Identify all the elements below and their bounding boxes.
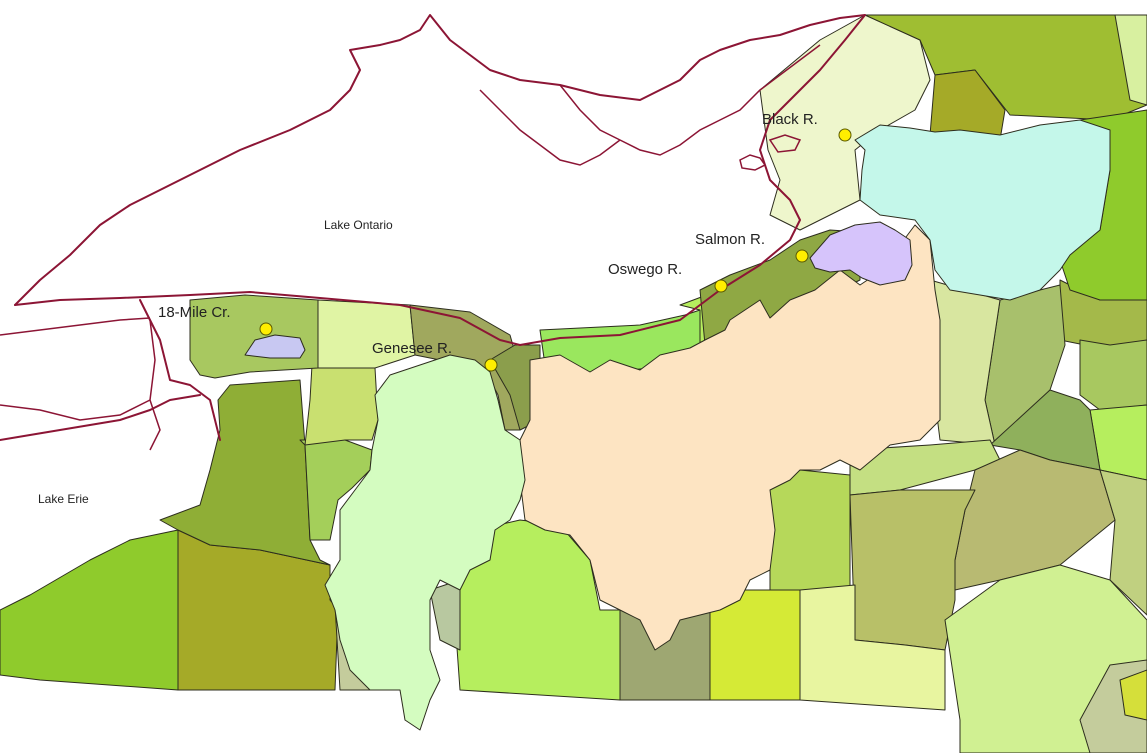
county-region [317, 299, 416, 369]
county-region [1114, 14, 1147, 106]
black-river-mouth-marker [838, 128, 852, 142]
county-region [304, 364, 379, 446]
salmon-river-mouth-marker [795, 249, 809, 263]
ontario-peninsula-road [149, 319, 161, 451]
genesee-river-basin [324, 354, 526, 731]
genesee-river-label: Genesee R. [372, 340, 452, 357]
county-region [799, 584, 946, 711]
labels-layer: Lake Ontario Lake Erie Black R. Salmon R… [38, 111, 818, 506]
lake-ontario-north-shore [14, 14, 866, 306]
river-mouths-layer [259, 128, 852, 372]
shoreline-layer [0, 14, 866, 451]
county-region [299, 439, 373, 541]
ontario-peninsula-road [0, 399, 151, 421]
oswego-river-label: Oswego R. [608, 261, 682, 278]
salmon-river-label: Salmon R. [695, 231, 765, 248]
genesee-river-mouth-marker [484, 358, 498, 372]
lake-erie-label: Lake Erie [38, 492, 89, 506]
oswego-river-mouth-marker [714, 279, 728, 293]
county-region [0, 529, 179, 691]
black-river-basin [854, 119, 1111, 301]
county-region [954, 449, 1116, 591]
oswego-river-basin [519, 224, 941, 651]
prince-edward-shore [479, 89, 621, 166]
niagara-frontier-shore [139, 299, 221, 441]
island-shore [739, 154, 767, 171]
county-region [929, 69, 1006, 141]
lake-ontario-south-shore [14, 14, 866, 346]
eighteen-mile-creek-basin [244, 334, 306, 359]
bay-of-quinte-shore [559, 44, 821, 156]
county-region [769, 469, 851, 596]
lake-erie-shore [0, 394, 201, 441]
county-region [864, 14, 1147, 121]
county-region [1079, 339, 1147, 411]
island-shore [768, 134, 802, 153]
eighteen-mile-creek-mouth-marker [259, 322, 273, 336]
salmon-river-basin [809, 221, 913, 286]
basins-layer [244, 119, 1111, 731]
lake-ontario-label: Lake Ontario [324, 218, 393, 232]
eighteen-mile-creek-label: 18-Mile Cr. [158, 304, 231, 321]
ontario-peninsula-road [0, 317, 151, 336]
county-region [1119, 669, 1147, 721]
county-region [1099, 469, 1147, 616]
black-river-label: Black R. [762, 111, 818, 128]
